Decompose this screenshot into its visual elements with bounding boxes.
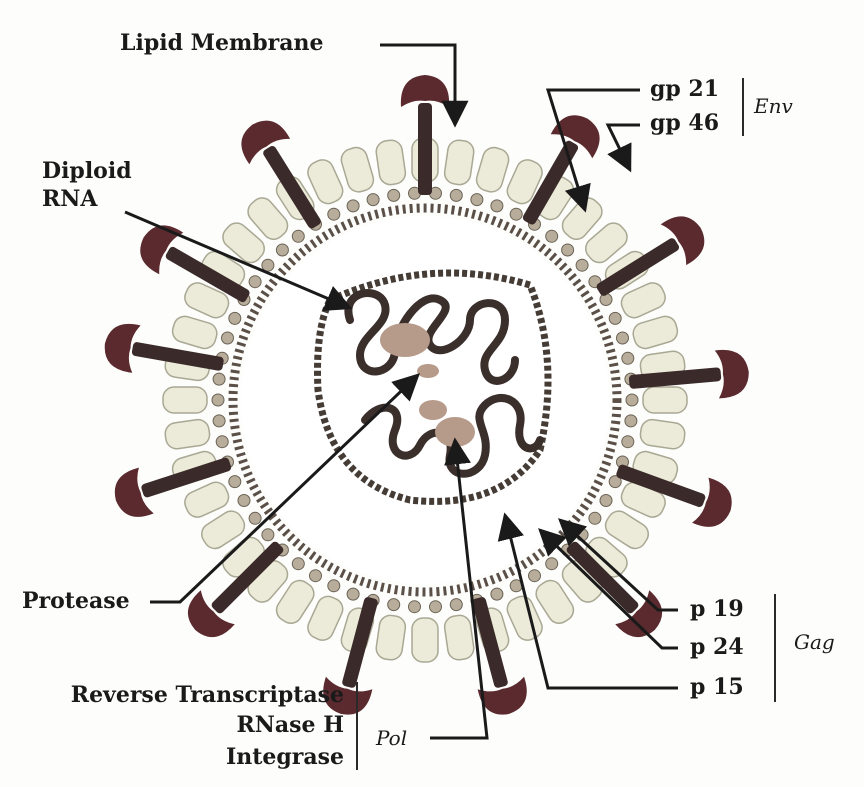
lipid-bead — [213, 373, 225, 385]
lipid-unit — [163, 387, 207, 413]
lipid-bead — [388, 189, 400, 201]
diploid-rna-label-line2: RNA — [42, 188, 97, 210]
lipid-bead — [409, 601, 421, 613]
lipid-bead — [328, 580, 340, 592]
lipid-unit — [443, 139, 475, 186]
lipid-membrane-label: Lipid Membrane — [120, 32, 323, 54]
lipid-bead — [510, 208, 522, 220]
lipid-unit — [643, 387, 687, 413]
rnase-h-label: RNase H — [237, 714, 344, 736]
lipid-bead — [609, 312, 621, 324]
diploid-rna-label-line1: Diploid — [42, 160, 132, 182]
lipid-bead — [491, 200, 503, 212]
lipid-bead — [229, 312, 241, 324]
p24-label: p 24 — [690, 636, 744, 658]
lipid-unit — [339, 145, 376, 195]
lipid-bead — [347, 200, 359, 212]
lipid-unit — [375, 614, 407, 661]
lipid-bead — [450, 599, 462, 611]
lipid-bead — [222, 332, 234, 344]
reverse-transcriptase-label: Reverse Transcriptase — [71, 684, 344, 706]
protease-blob — [417, 364, 439, 378]
lipid-bead — [388, 599, 400, 611]
lipid-bead — [622, 436, 634, 448]
integrase-blob — [419, 400, 447, 420]
gp46-cap — [661, 207, 714, 265]
lipid-bead — [589, 512, 601, 524]
lipid-bead — [626, 394, 638, 406]
lipid-bead — [367, 194, 379, 206]
pol-group-label: Pol — [376, 728, 407, 748]
lipid-bead — [600, 294, 612, 306]
gag-group-label: Gag — [794, 632, 835, 652]
gp46-label: gp 46 — [650, 112, 719, 134]
p15-label: p 15 — [690, 676, 744, 698]
lipid-bead — [212, 394, 224, 406]
lipid-bead — [292, 230, 304, 242]
gp21-stalk — [418, 103, 432, 195]
lipid-unit — [170, 314, 220, 351]
lipid-bead — [622, 352, 634, 364]
lipid-bead — [430, 601, 442, 613]
p19-label: p 19 — [690, 598, 744, 620]
env-bracket — [742, 78, 744, 136]
lipid-unit — [443, 614, 475, 661]
lipid-bead — [546, 558, 558, 570]
reverse-transcriptase-blob — [380, 323, 430, 357]
lipid-bead — [276, 244, 288, 256]
gp46-cap — [401, 75, 449, 107]
lipid-unit — [631, 314, 681, 351]
lipid-bead — [617, 332, 629, 344]
lipid-unit — [639, 418, 686, 450]
protease-label: Protease — [22, 590, 130, 612]
lipid-bead — [546, 230, 558, 242]
lipid-bead — [249, 512, 261, 524]
lipid-unit — [412, 618, 438, 662]
gp46-arrow — [608, 125, 640, 170]
integrase-label: Integrase — [226, 746, 344, 768]
lipid-bead — [310, 570, 322, 582]
lipid-bead — [625, 415, 637, 427]
lipid-bead — [249, 276, 261, 288]
lipid-bead — [262, 259, 274, 271]
lipid-bead — [600, 495, 612, 507]
lipid-bead — [471, 194, 483, 206]
lipid-bead — [491, 588, 503, 600]
lipid-bead — [562, 244, 574, 256]
env-group-label: Env — [754, 96, 793, 116]
lipid-bead — [328, 208, 340, 220]
lipid-bead — [238, 495, 250, 507]
lipid-bead — [529, 570, 541, 582]
lipid-unit — [474, 145, 511, 195]
gp46-cap — [551, 107, 609, 159]
lipid-bead — [450, 189, 462, 201]
gag-bracket — [774, 594, 776, 702]
gp46-cap — [232, 112, 290, 165]
lipid-bead — [576, 259, 588, 271]
pol-bracket — [356, 682, 358, 770]
lipid-bead — [347, 588, 359, 600]
lipid-bead — [229, 476, 241, 488]
gp21-label: gp 21 — [650, 78, 719, 100]
lipid-bead — [216, 436, 228, 448]
lipid-bead — [213, 415, 225, 427]
lipid-unit — [375, 139, 407, 186]
lipid-bead — [262, 529, 274, 541]
envelope-spike — [401, 75, 449, 195]
lipid-bead — [292, 558, 304, 570]
lipid-unit — [164, 418, 211, 450]
